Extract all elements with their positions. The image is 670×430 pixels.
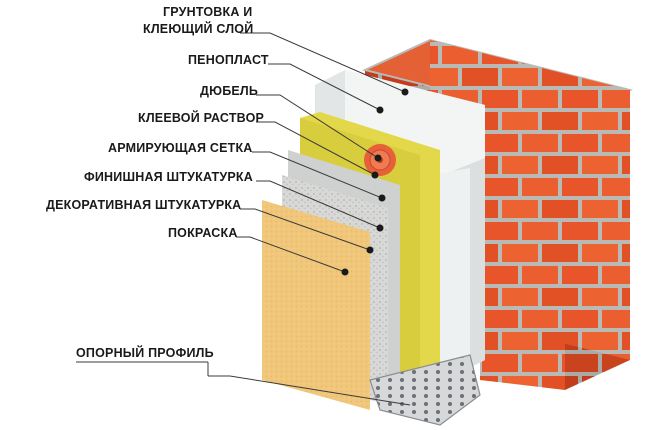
label-finish-plaster: ФИНИШНАЯ ШТУКАТУРКА xyxy=(84,170,253,184)
label-primer-line1: ГРУНТОВКА И xyxy=(163,5,252,19)
label-adhesive: КЛЕЕВОЙ РАСТВОР xyxy=(138,110,264,125)
label-mesh: АРМИРУЮЩАЯ СЕТКА xyxy=(108,141,253,155)
label-dowel: ДЮБЕЛЬ xyxy=(200,84,258,98)
label-paint: ПОКРАСКА xyxy=(168,226,238,240)
pointer-dots xyxy=(341,88,409,276)
label-decorative-plaster: ДЕКОРАТИВНАЯ ШТУКАТУРКА xyxy=(46,198,241,212)
support-profile xyxy=(369,354,481,426)
paint-layer xyxy=(262,200,370,410)
label-support-profile: ОПОРНЫЙ ПРОФИЛЬ xyxy=(76,345,214,360)
label-primer-line2: КЛЕЮЩИЙ СЛОЙ xyxy=(143,21,253,36)
leader-lines xyxy=(208,32,411,406)
label-foam: ПЕНОПЛАСТ xyxy=(188,53,269,67)
